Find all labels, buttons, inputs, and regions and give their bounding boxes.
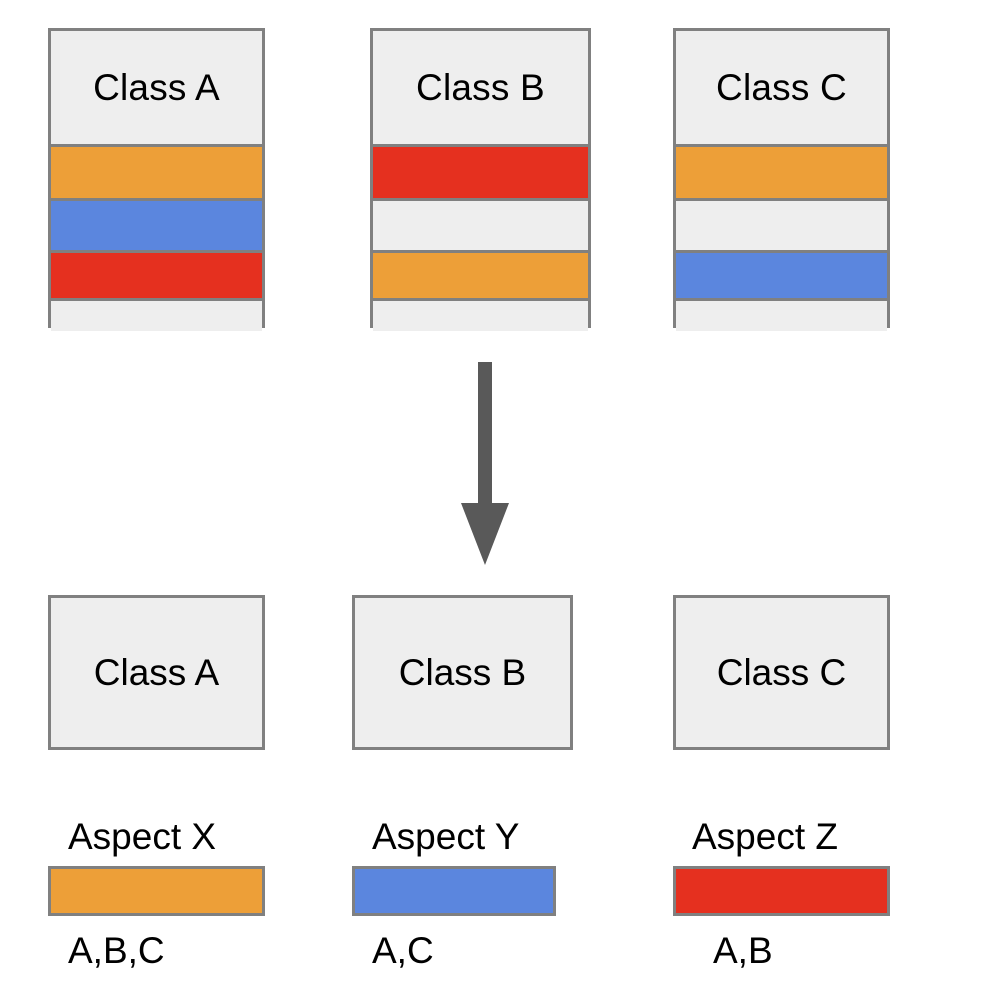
legend-entry-aspect-y-swatch [352, 866, 556, 916]
top-class-card-c-stripe-aspect-x [676, 144, 887, 198]
bottom-class-card-b[interactable]: Class B [352, 595, 573, 750]
top-class-card-a-stripe-empty [51, 298, 262, 331]
top-class-card-b-title: Class B [373, 31, 588, 144]
top-class-card-a[interactable]: Class A [48, 28, 265, 331]
top-class-card-c-stripe-aspect-y [676, 250, 887, 298]
bottom-class-card-c-label: Class C [716, 652, 847, 693]
legend-entry-aspect-x-title: Aspect X [68, 816, 217, 857]
down-arrow-icon [440, 362, 530, 567]
top-class-card-b-stripe-aspect-x [373, 250, 588, 298]
top-class-card-b-stripe-empty-2 [373, 298, 588, 331]
top-class-card-b[interactable]: Class B [370, 28, 591, 331]
legend-entry-aspect-z-members: A,B [713, 930, 773, 971]
top-class-card-a-stripe-aspect-z [51, 250, 262, 298]
top-class-card-c[interactable]: Class C [673, 28, 890, 331]
top-class-card-a-title: Class A [51, 31, 262, 144]
top-class-card-c-stripe-empty-2 [676, 298, 887, 331]
top-class-card-a-stripe-aspect-x [51, 144, 262, 198]
bottom-class-card-a[interactable]: Class A [48, 595, 265, 750]
legend-entry-aspect-y-title: Aspect Y [372, 816, 520, 857]
top-class-card-c-title: Class C [676, 31, 887, 144]
bottom-class-card-a-label: Class A [93, 652, 220, 693]
legend-entry-aspect-y-members: A,C [372, 930, 434, 971]
bottom-class-card-b-label: Class B [398, 652, 527, 693]
top-class-card-b-stripe-empty-1 [373, 198, 588, 250]
top-class-card-c-stripe-empty-1 [676, 198, 887, 250]
bottom-class-card-c[interactable]: Class C [673, 595, 890, 750]
top-class-card-b-stripe-aspect-z [373, 144, 588, 198]
top-class-card-a-stripe-aspect-y [51, 198, 262, 250]
legend-entry-aspect-z-title: Aspect Z [692, 816, 838, 857]
legend-entry-aspect-x-members: A,B,C [68, 930, 165, 971]
legend-entry-aspect-x-swatch [48, 866, 265, 916]
legend-entry-aspect-z-swatch [673, 866, 890, 916]
